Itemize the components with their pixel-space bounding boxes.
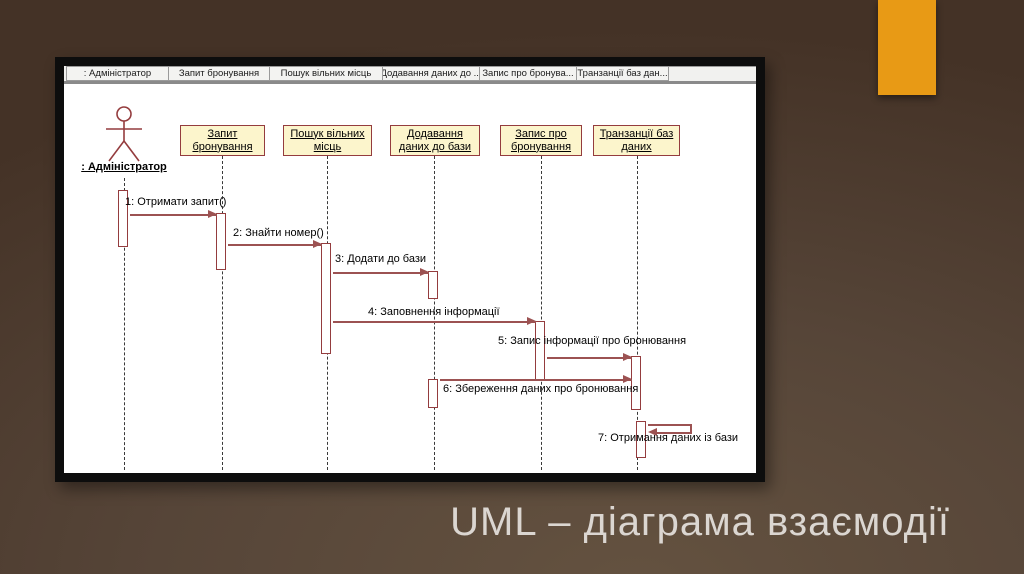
header-tab-db-transactions[interactable]: Транзанції баз дан... [576, 66, 669, 81]
actor-label: : Адміністратор [81, 161, 167, 173]
message-4-label: 4: Заповнення інформації [368, 306, 500, 318]
message-2-label: 2: Знайти номер() [233, 227, 324, 239]
message-3-arrowhead-icon [420, 268, 429, 276]
diagram-canvas: : Адміністратор Запит бронування Пошук в… [64, 66, 756, 473]
activation-actor [118, 190, 128, 247]
header-tab-free-seats-search[interactable]: Пошук вільних місць [269, 66, 383, 81]
lifeline-booking-record [541, 156, 542, 470]
object-header-strip: : Адміністратор Запит бронування Пошук в… [64, 66, 756, 84]
message-4-arrowhead-icon [527, 317, 536, 325]
message-5-line [547, 357, 632, 359]
lifeline-actor [124, 178, 125, 470]
activation-add-data-1 [428, 271, 438, 299]
lifeline-head-db-transactions: Транзанції баз даних [593, 125, 680, 156]
message-1-line [130, 214, 217, 216]
message-3-label: 3: Додати до бази [335, 253, 427, 265]
activation-booking-request [216, 213, 226, 270]
message-1-label: 1: Отримати запит() [125, 196, 227, 208]
header-filler [668, 66, 756, 81]
message-2-arrowhead-icon [313, 240, 322, 248]
lifeline-add-data [434, 156, 435, 470]
actor-icon [106, 106, 142, 162]
slide-title: UML – діаграма взаємодії [450, 500, 950, 544]
message-4-line [333, 321, 536, 323]
message-7-line-down [690, 424, 692, 433]
activation-booking-record [535, 321, 545, 380]
message-7-label: 7: Отримання даних із бази [598, 432, 739, 444]
message-7-line-out [648, 424, 692, 426]
message-5-arrowhead-icon [623, 353, 632, 361]
uml-diagram-panel: : Адміністратор Запит бронування Пошук в… [55, 57, 765, 482]
message-7-arrowhead-icon [648, 428, 657, 436]
message-5-label: 5: Запис інформації про бронювання [498, 335, 687, 347]
message-1-arrowhead-icon [208, 210, 217, 218]
message-3-line [333, 272, 429, 274]
message-7-line-back [656, 432, 692, 434]
activation-add-data-2 [428, 379, 438, 408]
message-6-label: 6: Збереження даних про бронювання [443, 383, 639, 395]
lifeline-head-booking-record: Запис про бронування [500, 125, 582, 156]
header-tab-administrator[interactable]: : Адміністратор [66, 66, 169, 81]
message-2-line [228, 244, 322, 246]
header-tab-booking-record[interactable]: Запис про бронува... [479, 66, 577, 81]
lifeline-booking-request [222, 156, 223, 470]
message-6-arrowhead-icon [623, 375, 632, 383]
lifeline-head-add-data: Додавання даних до бази [390, 125, 480, 156]
header-tab-booking-request[interactable]: Запит бронування [168, 66, 270, 81]
lifeline-head-free-seats-search: Пошук вільних місць [283, 125, 372, 156]
activation-db-transactions-2 [636, 421, 646, 458]
accent-rectangle [878, 0, 936, 95]
lifeline-db-transactions [637, 156, 638, 470]
header-tab-add-data[interactable]: Додавання даних до ... [382, 66, 480, 81]
activation-free-seats-search [321, 243, 331, 354]
message-6-line [440, 379, 632, 381]
activation-db-transactions-1 [631, 356, 641, 410]
lifeline-head-booking-request: Запит бронування [180, 125, 265, 156]
